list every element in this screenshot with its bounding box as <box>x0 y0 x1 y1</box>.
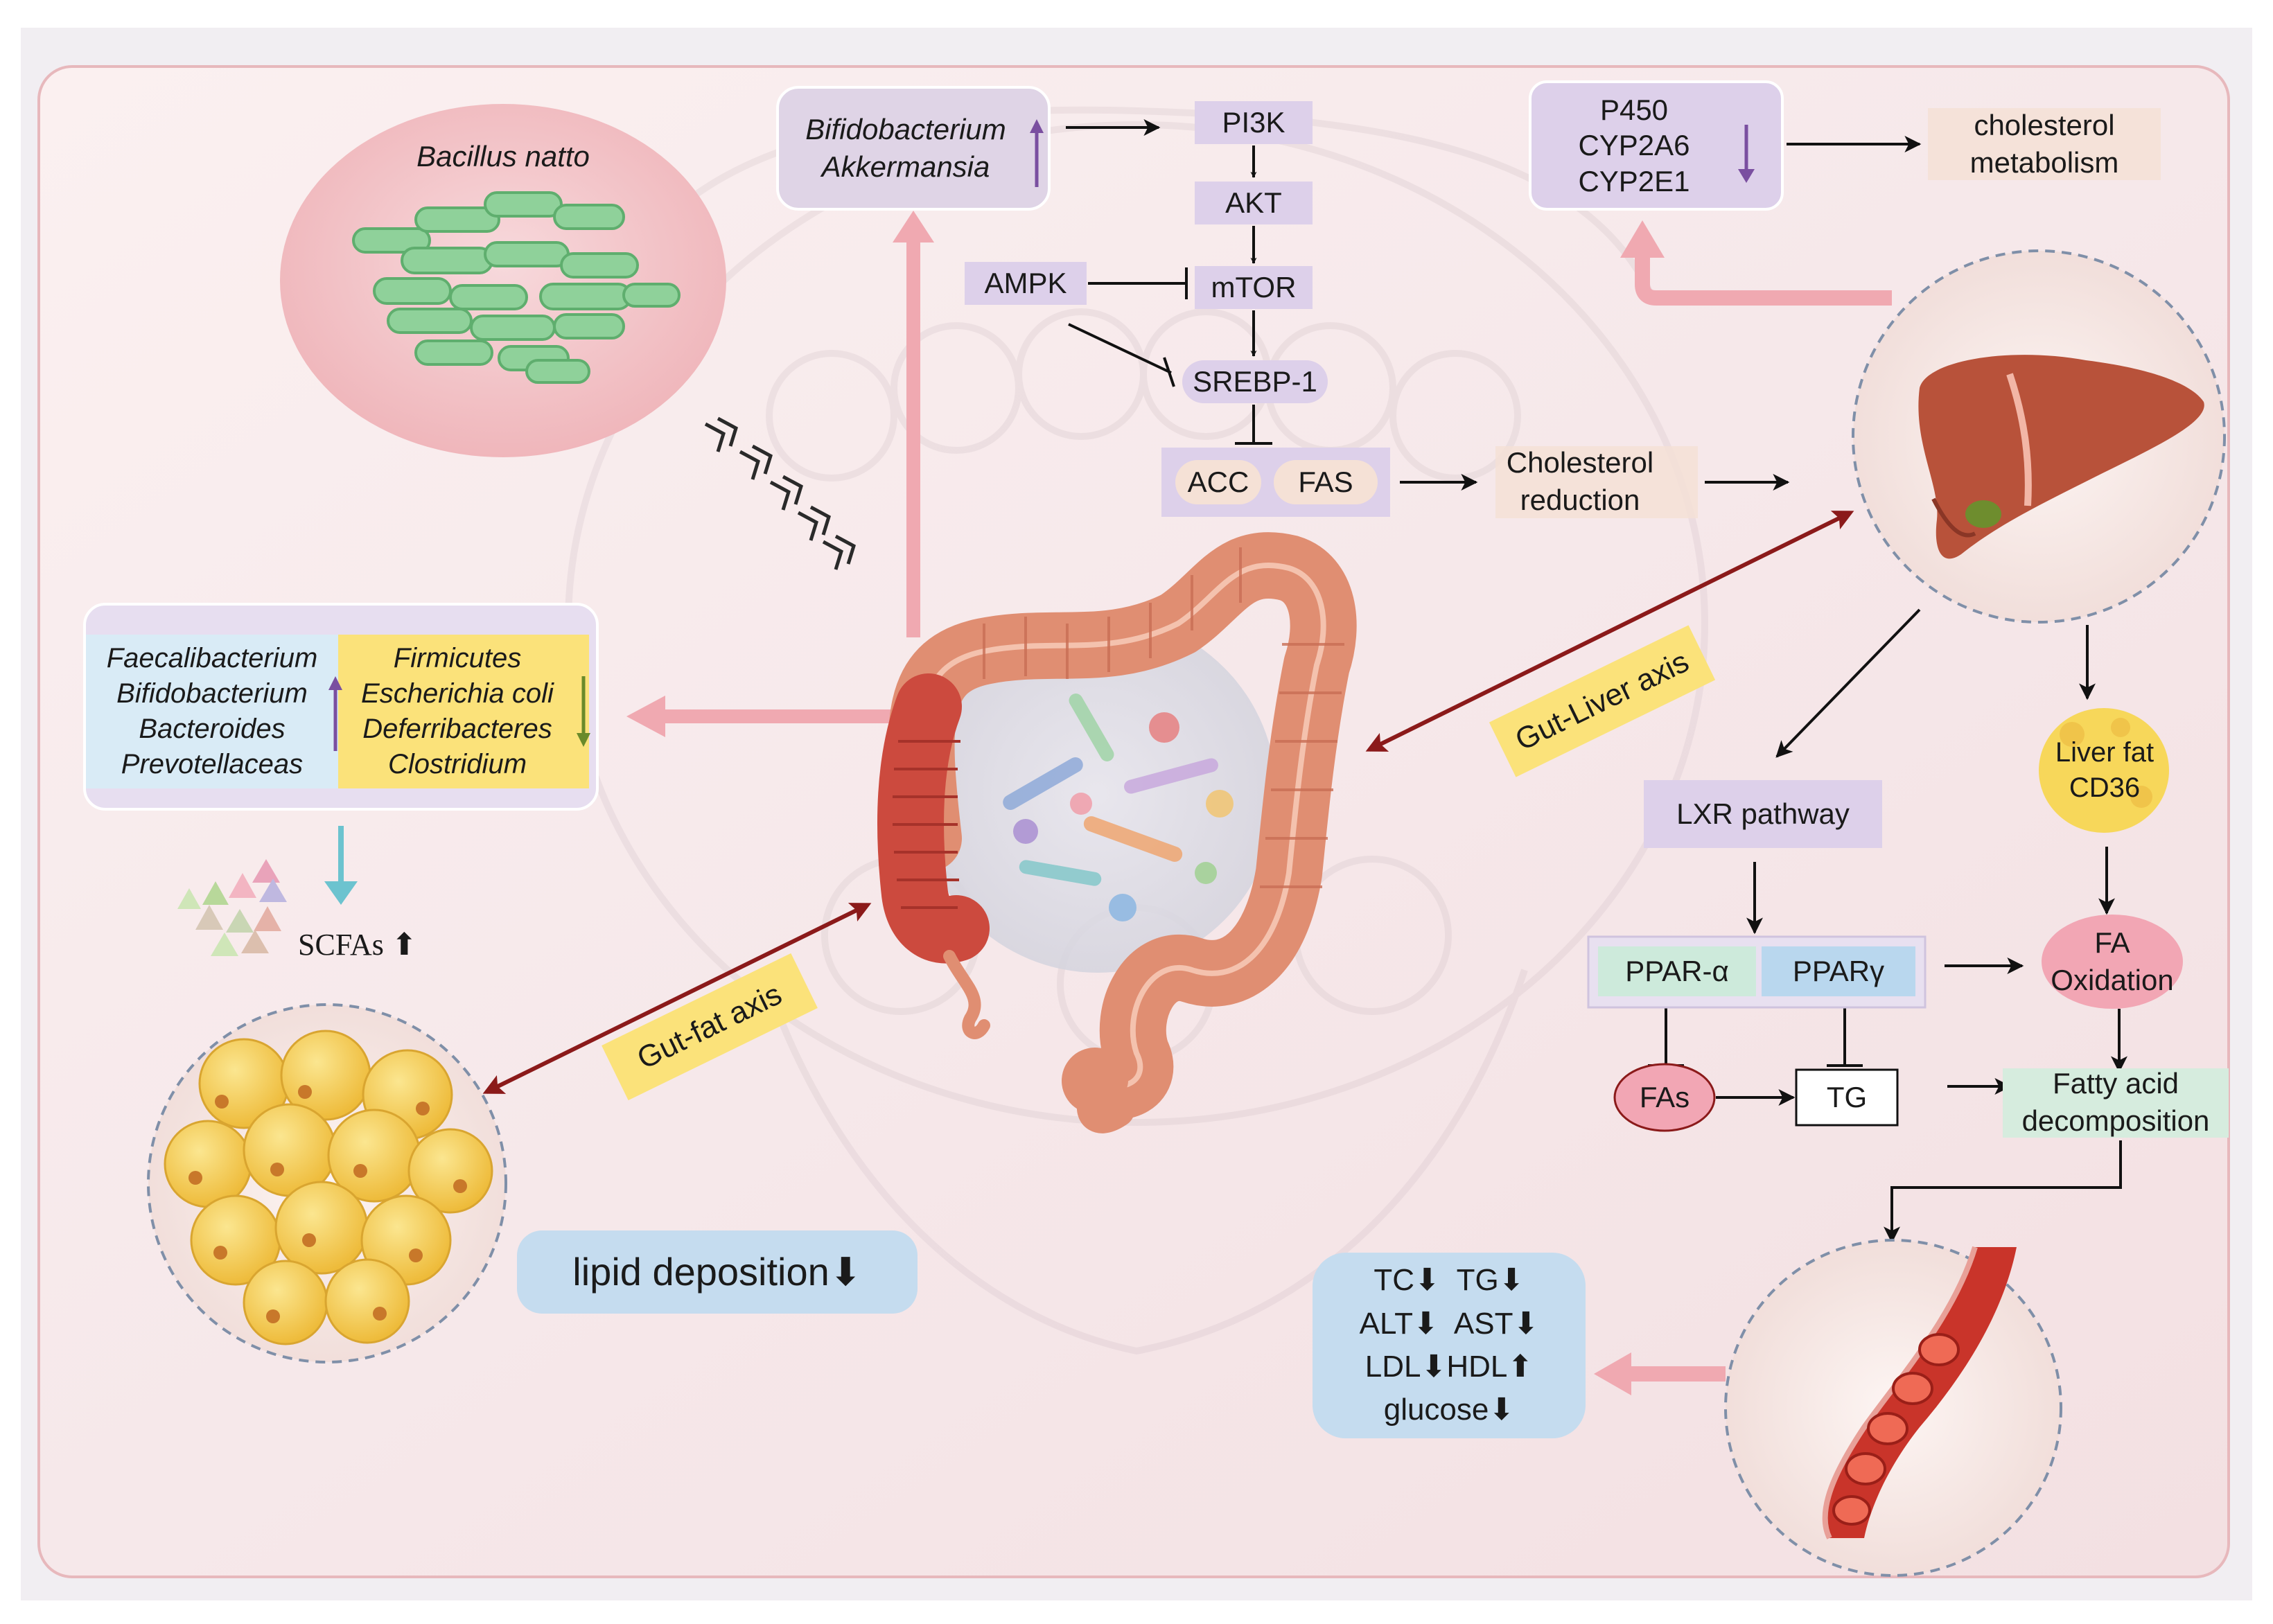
fa-oxidation-label: FA Oxidation <box>2042 915 2183 1009</box>
microbiota-down-list: Firmicutes Escherichia coli Deferribacte… <box>338 635 577 788</box>
akt-label: AKT <box>1225 186 1282 219</box>
fas-node-ellipse <box>1613 1063 1716 1132</box>
gut-fat-axis-tag <box>602 953 818 1101</box>
top-bacteria-box <box>776 86 1051 211</box>
gut-liver-axis-tag <box>1489 625 1716 777</box>
tg-node-box <box>1795 1068 1899 1127</box>
liver-icon <box>1918 355 2204 559</box>
ppar-gamma-label: PPARγ <box>1792 955 1885 987</box>
microbiota-up-item: Bacteroides <box>139 714 286 744</box>
acc-label: ACC <box>1187 466 1249 498</box>
pi3k-box <box>1195 101 1313 144</box>
bacillus-label: Bacillus natto <box>416 140 590 173</box>
blood-markers-label: TC⬇ TG⬇ ALT⬇ AST⬇ LDL⬇HDL⬆ glucose⬇ <box>1313 1253 1586 1438</box>
fa-oxidation-line1: FA <box>2094 926 2130 960</box>
lipid-deposition-box <box>517 1230 918 1314</box>
microbiota-up-item: Faecalibacterium <box>106 642 318 673</box>
liver-fat-line2: CD36 <box>2069 773 2141 803</box>
microbiota-down-item: Deferribacteres <box>362 714 552 744</box>
pink-arrow-up-head <box>893 211 934 242</box>
fas-label: FAS <box>1298 466 1353 498</box>
gut-fat-arrow <box>482 903 872 1094</box>
pi3k-label: PI3K <box>1222 106 1285 139</box>
acc-pill <box>1175 460 1261 504</box>
mtor-box <box>1195 266 1313 309</box>
microbiota-down-item: Escherichia coli <box>361 678 554 709</box>
fat-cells-icon <box>164 1030 493 1345</box>
lxr-box <box>1644 780 1882 848</box>
microbiota-down-panel <box>338 635 589 788</box>
liver-fat-line1: Liver fat <box>2055 736 2154 768</box>
fa-oxidation-line2: Oxidation <box>2051 964 2174 996</box>
fa-oxidation-ellipse <box>2042 915 2183 1009</box>
blood-markers-line4: glucose⬇ <box>1383 1393 1515 1427</box>
fatty-acid-box <box>2003 1068 2229 1138</box>
blood-markers-line2: ALT⬇ AST⬇ <box>1359 1306 1539 1341</box>
ppar-alpha-label: PPAR-α <box>1625 955 1729 987</box>
p450-line3: CYP2E1 <box>1578 164 1690 197</box>
intestine-icon <box>877 532 1357 1133</box>
fatty-acid-line1: Fatty acid <box>2052 1067 2179 1100</box>
ppar-alpha-box <box>1598 946 1756 996</box>
lxr-label: LXR pathway <box>1676 797 1850 830</box>
cholesterol-metabolism-label: cholesterol metabolism <box>1928 104 2161 184</box>
blood-markers-line3: LDL⬇HDL⬆ <box>1364 1350 1534 1384</box>
top-bacteria-line1: Bifidobacterium <box>805 113 1006 146</box>
microbiota-up-panel <box>86 635 338 788</box>
akt-box <box>1195 182 1313 224</box>
microbiota-up-list: Faecalibacterium Bifidobacterium Bactero… <box>86 635 338 788</box>
chevron-arrows <box>704 416 856 570</box>
ampk-box <box>965 262 1087 305</box>
pink-arrow-liver-to-p450 <box>1635 249 1892 306</box>
cholesterol-reduction-label: Cholesterol reduction <box>1476 443 1684 520</box>
microbiota-down-item: Clostridium <box>387 749 527 780</box>
top-bacteria-line2: Akkermansia <box>821 150 990 183</box>
srebp-box <box>1182 360 1328 403</box>
ampk-label: AMPK <box>984 267 1067 299</box>
microbiota-up-item: Bifidobacterium <box>116 678 308 709</box>
fatty-acid-line2: decomposition <box>2021 1104 2210 1137</box>
ppar-gamma-box <box>1762 946 1915 996</box>
fatty-acid-label: Fatty acid decomposition <box>2003 1064 2229 1140</box>
p450-line1: P450 <box>1599 94 1669 127</box>
cholesterol-reduction-line2: reduction <box>1520 484 1640 516</box>
bacillus-oval <box>280 104 726 457</box>
srebp-label: SREBP-1 <box>1193 365 1317 398</box>
cholesterol-metabolism-line1: cholesterol <box>1974 109 2115 142</box>
p450-line2: CYP2A6 <box>1578 129 1690 162</box>
scfa-label: SCFAs ⬆ <box>298 928 417 962</box>
lipid-deposition-label: lipid deposition⬇ <box>572 1250 862 1294</box>
top-bacteria-label: Bifidobacterium Akkermansia <box>778 87 1034 209</box>
scfa-triangles <box>177 859 287 956</box>
gut-liver-arrow <box>1365 511 1854 752</box>
fas-node-label: FAs <box>1639 1081 1690 1113</box>
fas-pill <box>1274 460 1378 504</box>
cholesterol-metabolism-box <box>1928 108 2161 180</box>
pink-arrow-up-shaft <box>906 236 920 637</box>
bacillus-rods <box>352 191 681 384</box>
p450-box <box>1529 80 1784 211</box>
pathway-arrows <box>1066 119 1790 491</box>
liver-fat-label: Liver fat CD36 <box>2039 708 2170 833</box>
mtor-label: mTOR <box>1211 271 1297 303</box>
blood-markers-line1: TC⬇ TG⬇ <box>1374 1263 1525 1298</box>
p450-label: P450 CYP2A6 CYP2E1 <box>1530 82 1738 209</box>
cholesterol-reduction-line1: Cholesterol <box>1506 446 1654 479</box>
tg-node-label: TG <box>1826 1081 1868 1113</box>
microbiota-up-item: Prevotellaceas <box>121 749 304 780</box>
microbiota-down-item: Firmicutes <box>393 642 522 673</box>
blood-markers-box <box>1313 1253 1586 1438</box>
cholesterol-reduction-box <box>1495 446 1698 518</box>
cholesterol-metabolism-line2: metabolism <box>1969 146 2119 179</box>
